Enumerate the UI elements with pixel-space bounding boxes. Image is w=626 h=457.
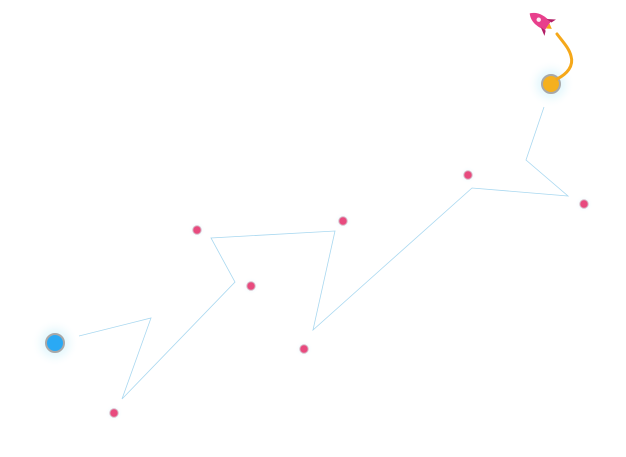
start-node-circle[interactable] [45,333,65,353]
flight-path [78,106,570,400]
waypoints [105,166,593,422]
waypoint[interactable] [459,166,477,184]
waypoint[interactable] [188,221,206,239]
rocket-icon [529,12,556,36]
goal-node[interactable] [527,60,575,108]
waypoint[interactable] [242,277,260,295]
waypoint[interactable] [575,195,593,213]
rocket-trail [555,32,574,81]
waypoint[interactable] [334,212,352,230]
waypoint[interactable] [295,340,313,358]
start-node[interactable] [31,319,79,367]
waypoint[interactable] [105,404,123,422]
goal-node-circle[interactable] [541,74,561,94]
